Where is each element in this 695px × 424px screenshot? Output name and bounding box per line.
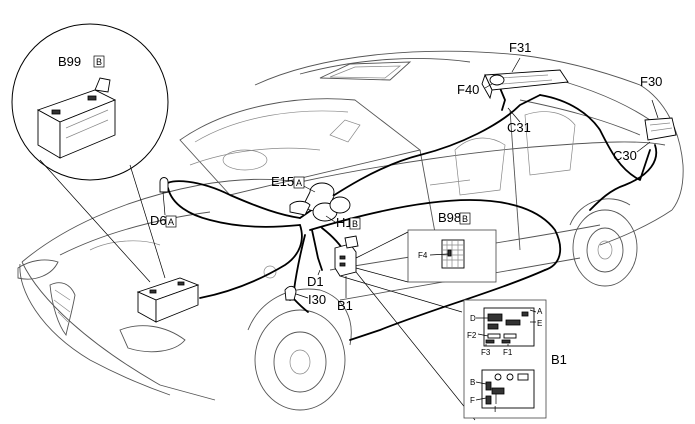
pin-d: D — [470, 314, 476, 323]
battery-engine-bay-icon — [136, 277, 200, 323]
label-f30: F30 — [640, 74, 662, 89]
label-e15: E15 — [271, 174, 294, 189]
rear-lamp-f30 — [644, 117, 677, 141]
label-b99: B99 — [58, 54, 81, 69]
badge-b98-box — [459, 212, 471, 225]
badge-d6: A — [168, 217, 174, 227]
pin-f2: F2 — [467, 331, 477, 340]
label-c31: C31 — [507, 120, 531, 135]
wiring-harness — [164, 87, 658, 341]
badge-b99: B — [96, 57, 102, 67]
label-b98: B98 — [438, 210, 461, 225]
badge-b99-box — [93, 55, 105, 68]
label-f40: F40 — [457, 82, 479, 97]
badge-b98: B — [462, 214, 468, 224]
pin-b: B — [470, 378, 475, 387]
badge-e15-box — [293, 176, 305, 189]
b1-relay-block-upper — [483, 307, 535, 347]
front-wheel — [247, 288, 352, 411]
badge-h1-box — [349, 217, 361, 230]
b1-relay-block-lower — [481, 369, 535, 409]
badge-h1: B — [352, 219, 358, 229]
car-outline — [17, 50, 684, 411]
connector-i30 — [284, 285, 297, 301]
label-b1-connector: B1 — [337, 298, 353, 313]
fuse-box-b98 — [334, 235, 359, 277]
pin-a: A — [537, 307, 543, 316]
rear-wheel — [569, 198, 638, 287]
label-d1: D1 — [307, 274, 324, 289]
label-c30: C30 — [613, 148, 637, 163]
battery-b99-icon — [36, 77, 117, 159]
roof-lamp-f31-f40 — [481, 69, 569, 100]
label-b1-detail: B1 — [551, 352, 567, 367]
component-h1 — [289, 196, 351, 222]
b1-detail-panel: D A E F2 F3 F1 B F I — [339, 271, 547, 421]
pin-e: E — [537, 319, 542, 328]
pin-i: I — [494, 405, 496, 414]
badge-d6-box — [165, 215, 177, 228]
pin-f1: F1 — [503, 348, 513, 357]
battery-detail-callout — [11, 23, 169, 283]
pin-f: F — [470, 396, 475, 405]
connector-d6 — [159, 177, 169, 193]
b98-detail-panel: F4 — [355, 229, 497, 283]
pin-f3: F3 — [481, 348, 491, 357]
callout-labels: B99 B F31 F40 C31 F30 C30 E15 A D6 A H1 … — [58, 40, 662, 367]
label-f31: F31 — [509, 40, 531, 55]
label-d6: D6 — [150, 213, 167, 228]
badge-e15: A — [296, 178, 302, 188]
leader-lines — [162, 57, 659, 299]
label-f4: F4 — [418, 251, 428, 260]
label-h1: H1 — [336, 215, 353, 230]
label-i30: I30 — [308, 292, 326, 307]
